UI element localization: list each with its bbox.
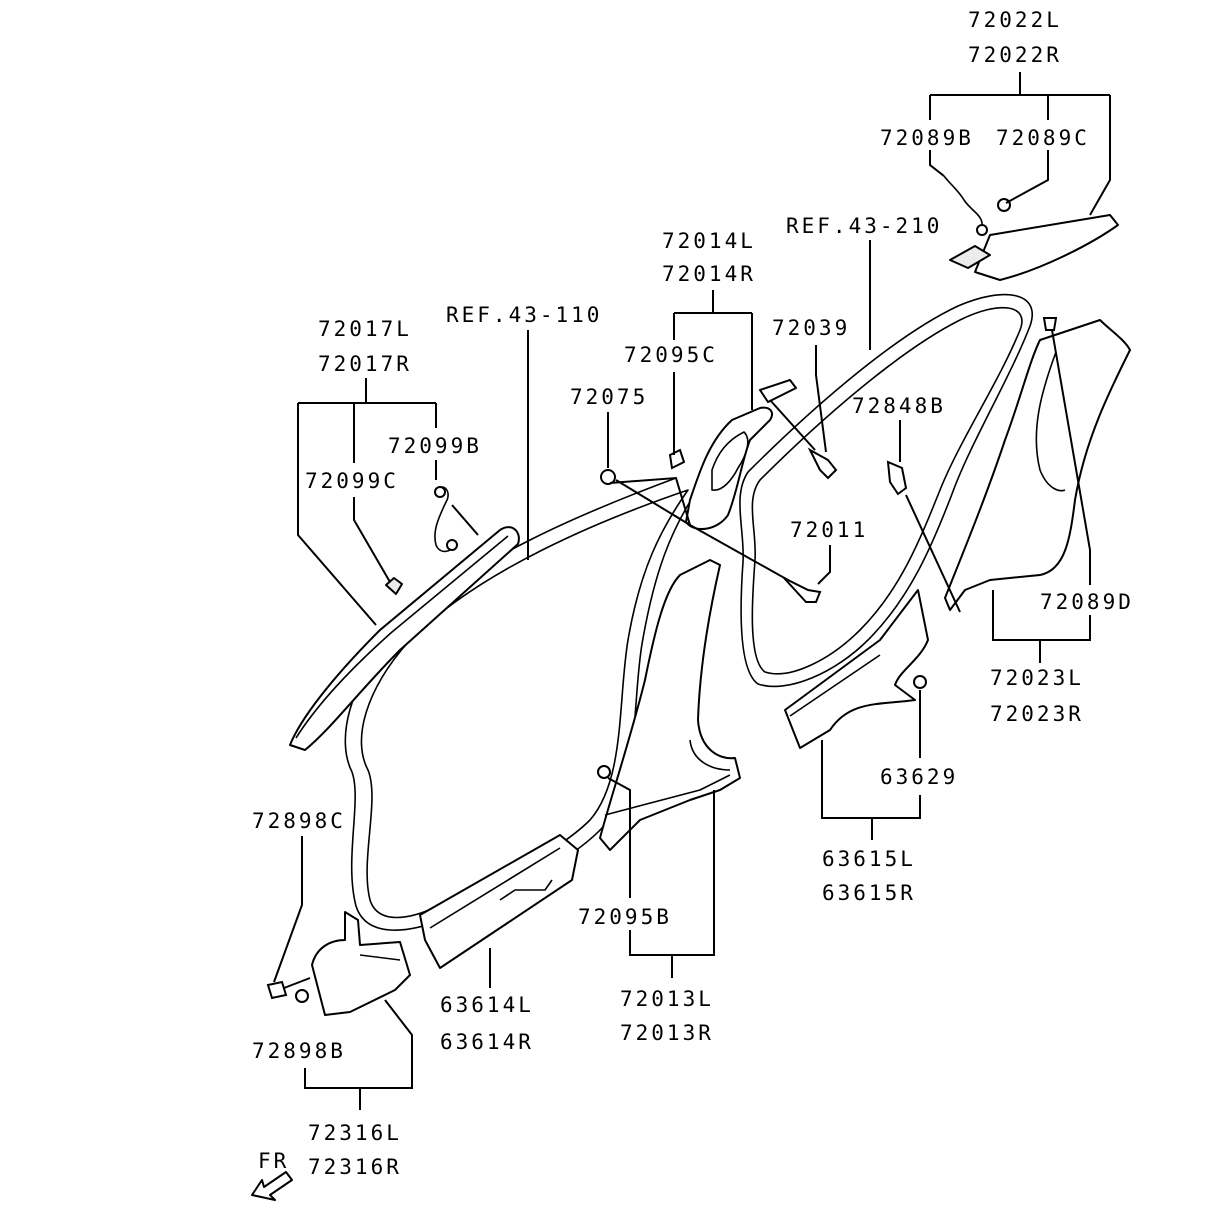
rear-pillar-trim-72023	[944, 319, 1131, 611]
rear-door-opening-weatherstrip	[739, 293, 1033, 688]
label-63629: 63629	[880, 765, 958, 789]
front-scuff-plate-63614	[419, 834, 579, 969]
label-ref-43-210: REF.43-210	[786, 214, 942, 238]
label-72014R: 72014R	[662, 262, 756, 286]
label-72099B: 72099B	[388, 434, 482, 458]
label-72316R: 72316R	[308, 1155, 402, 1179]
clip-72898B	[295, 989, 309, 1003]
label-63615L: 63615L	[822, 847, 916, 871]
label-72013R: 72013R	[620, 1021, 714, 1045]
screw-72039	[807, 447, 838, 480]
label-72039: 72039	[772, 316, 850, 340]
label-72898C: 72898C	[252, 809, 346, 833]
leader-lines	[273, 72, 1111, 1110]
clip-72095B	[597, 765, 611, 779]
label-72017L: 72017L	[318, 317, 412, 341]
center-pillar-lower-trim-72013	[599, 559, 741, 851]
label-72013L: 72013L	[620, 987, 714, 1011]
label-72089D: 72089D	[1040, 590, 1134, 614]
clip-72089B	[943, 175, 988, 236]
clip-72075	[600, 469, 616, 485]
label-ref-43-110: REF.43-110	[446, 303, 602, 327]
front-pillar-trim-72017	[289, 526, 520, 751]
label-72022L: 72022L	[968, 8, 1062, 32]
label-72075: 72075	[570, 385, 648, 409]
screw-72011	[783, 577, 822, 603]
label-72014L: 72014L	[662, 229, 756, 253]
label-72316L: 72316L	[308, 1121, 402, 1145]
clip-72099B	[434, 486, 458, 553]
front-arrow-icon	[251, 1171, 293, 1201]
label-72095B: 72095B	[578, 905, 672, 929]
label-63615R: 63615R	[822, 881, 916, 905]
label-63614R: 63614R	[440, 1030, 534, 1054]
label-fr: FR	[258, 1149, 289, 1173]
clip-72089D	[1042, 317, 1058, 331]
upper-quarter-trim-72022	[949, 214, 1119, 281]
center-pillar-upper-trim-72014	[668, 379, 797, 531]
label-72023R: 72023R	[990, 702, 1084, 726]
label-72099C: 72099C	[305, 469, 399, 493]
clip-72898C	[266, 980, 288, 1000]
label-72095C: 72095C	[624, 343, 718, 367]
kick-panel-72316	[311, 911, 411, 1016]
rear-scuff-plate-63615	[784, 589, 929, 749]
clip-72848B	[886, 460, 908, 496]
label-72089C: 72089C	[996, 126, 1090, 150]
label-72011: 72011	[790, 518, 868, 542]
part-labels: 72022L 72022R 72089B 72089C REF.43-210 7…	[252, 8, 1134, 1179]
clip-63629	[913, 675, 927, 689]
label-72898B: 72898B	[252, 1039, 346, 1063]
label-72848B: 72848B	[852, 394, 946, 418]
label-72017R: 72017R	[318, 352, 412, 376]
label-72089B: 72089B	[880, 126, 974, 150]
label-63614L: 63614L	[440, 993, 534, 1017]
label-72023L: 72023L	[990, 666, 1084, 690]
label-72022R: 72022R	[968, 43, 1062, 67]
